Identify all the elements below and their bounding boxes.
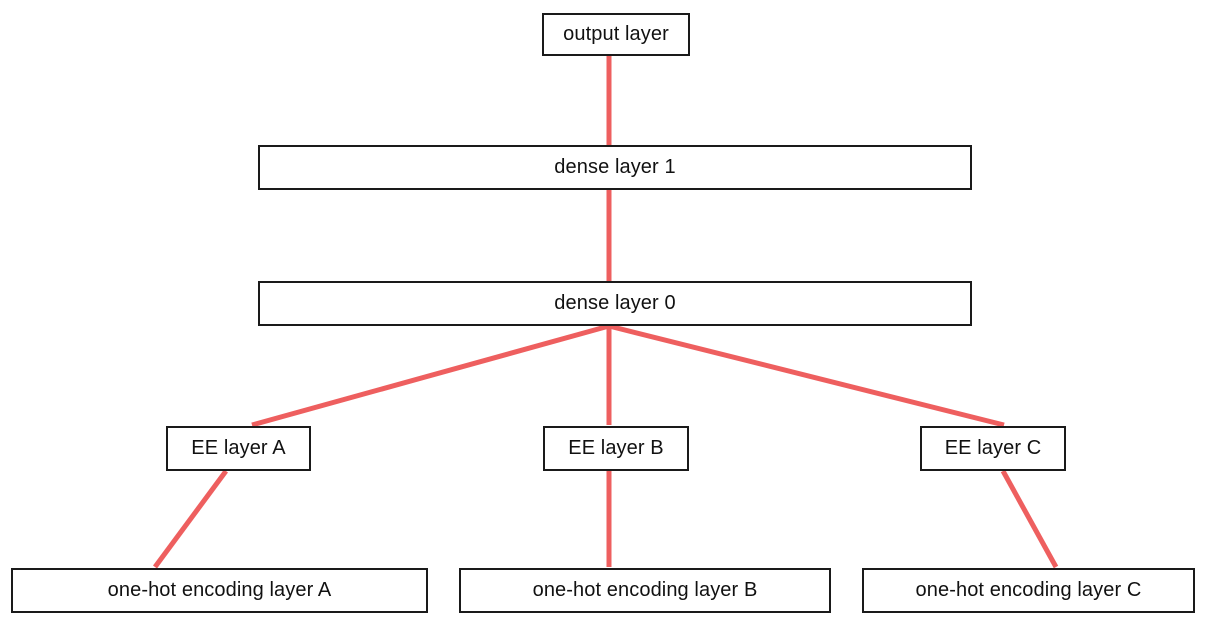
- node-one-hot-encoding-layer-c[interactable]: one-hot encoding layer C: [862, 568, 1195, 613]
- node-one-hot-encoding-layer-a[interactable]: one-hot encoding layer A: [11, 568, 428, 613]
- node-label-one-hot-encoding-layer-a: one-hot encoding layer A: [107, 579, 332, 601]
- node-label-output-layer: output layer: [563, 23, 669, 45]
- node-label-ee-layer-c: EE layer C: [944, 437, 1042, 459]
- node-label-one-hot-encoding-layer-c: one-hot encoding layer C: [915, 579, 1142, 601]
- edge-onehot-a-to-ee-a: [152, 469, 229, 569]
- node-label-dense-layer-1: dense layer 1: [554, 156, 676, 178]
- node-one-hot-encoding-layer-b[interactable]: one-hot encoding layer B: [459, 568, 831, 613]
- node-label-one-hot-encoding-layer-b: one-hot encoding layer B: [532, 579, 758, 601]
- node-ee-layer-a[interactable]: EE layer A: [166, 426, 311, 471]
- node-dense-layer-0[interactable]: dense layer 0: [258, 281, 972, 326]
- node-label-ee-layer-b: EE layer B: [568, 437, 664, 459]
- edge-onehot-c-to-ee-c: [1000, 469, 1059, 569]
- node-output-layer[interactable]: output layer: [542, 13, 690, 56]
- node-ee-layer-b[interactable]: EE layer B: [543, 426, 689, 471]
- edge-ee-c-to-dense0: [608, 323, 1005, 428]
- node-dense-layer-1[interactable]: dense layer 1: [258, 145, 972, 190]
- edge-ee-a-to-dense0: [251, 323, 610, 428]
- node-label-dense-layer-0: dense layer 0: [554, 292, 676, 314]
- node-ee-layer-c[interactable]: EE layer C: [920, 426, 1066, 471]
- node-label-ee-layer-a: EE layer A: [191, 437, 286, 459]
